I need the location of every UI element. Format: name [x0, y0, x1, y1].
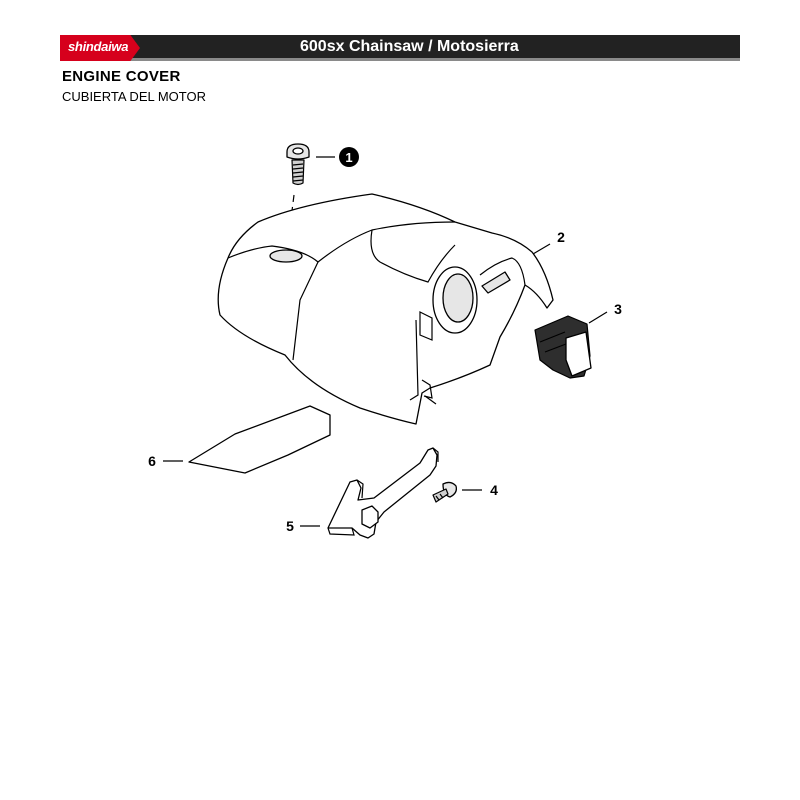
callout-4-label: 4 [490, 482, 498, 498]
section-subtitle: CUBIERTA DEL MOTOR [62, 89, 206, 104]
part-4-screw [432, 481, 458, 503]
part-2-engine-cover [217, 193, 554, 425]
callout-1-circle [339, 147, 359, 167]
callout-3-label: 3 [614, 301, 622, 317]
brand-logo-text: shindaiwa [68, 39, 129, 54]
callout-2-label: 2 [557, 229, 565, 245]
part-6-foam-pad [188, 405, 331, 474]
part-3-boot [534, 315, 592, 379]
callout-1-label: 1 [345, 150, 352, 165]
header: shindaiwa 600sx Chainsaw / Motosierra [60, 35, 740, 61]
header-bar [60, 35, 740, 61]
section-title: ENGINE COVER [62, 68, 181, 85]
part-5-bracket [327, 447, 439, 539]
brand-logo: shindaiwa [60, 35, 140, 61]
callout-6-label: 6 [148, 453, 156, 469]
callout-5-label: 5 [286, 518, 294, 534]
part-1-screw [286, 143, 310, 186]
leader-3 [588, 311, 608, 324]
page-title: 600sx Chainsaw / Motosierra [300, 38, 519, 55]
leader-2 [532, 243, 551, 255]
